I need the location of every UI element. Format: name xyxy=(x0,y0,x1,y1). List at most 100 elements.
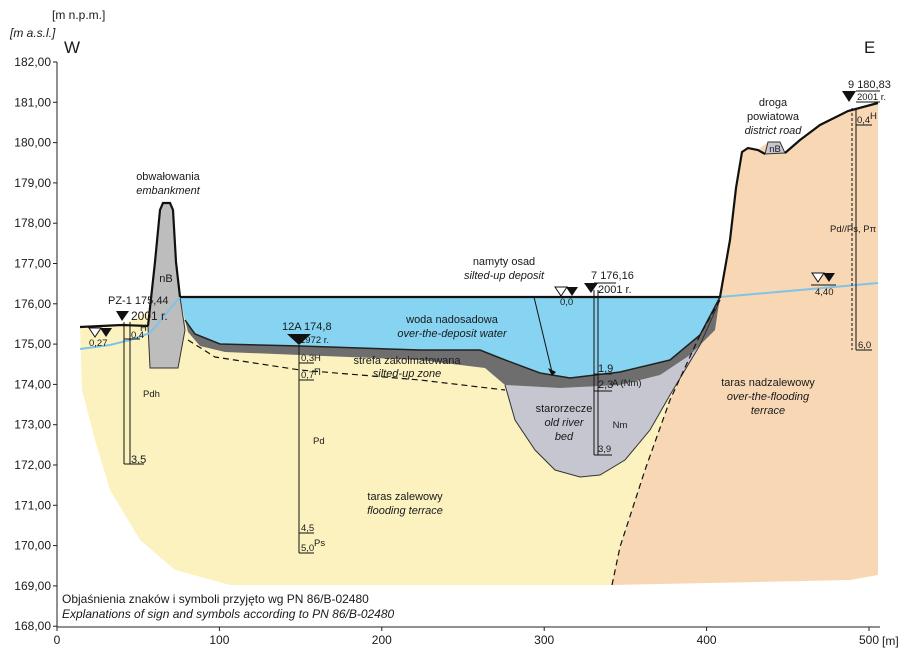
y-tick-label: 169,00 xyxy=(14,579,51,593)
water-table-marker xyxy=(842,91,856,102)
b9-code-1: H xyxy=(870,111,877,122)
water-table-marker xyxy=(116,311,129,321)
pz1-label: PZ-1 175,44 xyxy=(108,295,169,307)
flood-terrace-label-pl: taras zalewowy xyxy=(367,491,443,503)
upper-terrace-label-en-1: over-the-flooding xyxy=(727,391,810,403)
embankment-label-pl: obwałowania xyxy=(136,171,200,183)
pz1-depth-1: 0,4 xyxy=(131,330,144,341)
y-tick-label: 182,00 xyxy=(14,55,51,69)
flood-terrace-label-en: flooding terrace xyxy=(367,505,443,517)
b12a-depth-3: 4,5 xyxy=(301,523,314,534)
water-table-symbol xyxy=(88,327,102,338)
b12a-depth-2: 0,7 xyxy=(301,370,314,381)
y-tick-label: 175,00 xyxy=(14,337,51,351)
soil-pd: Pd xyxy=(313,436,325,447)
embankment-label-en: embankment xyxy=(136,185,201,197)
embankment-soil: nB xyxy=(159,273,172,285)
borehole-9: 9 180,83 2001 r. 4,40 0,4 H 6,0 xyxy=(811,79,891,351)
ground-surface xyxy=(79,101,879,329)
silted-zone-boundary xyxy=(187,339,506,391)
road-label-en: district road xyxy=(745,125,803,137)
silted-zone-label-en: silted-up zone xyxy=(373,368,442,380)
y-tick-label: 168,00 xyxy=(14,619,51,633)
x-tick-label: 200 xyxy=(372,633,392,647)
footnote-en: Explanations of sign and symbols accordi… xyxy=(62,607,395,621)
y-tick-label: 176,00 xyxy=(14,297,51,311)
y-tick-label: 179,00 xyxy=(14,176,51,190)
footnote-pl: Objaśnienia znaków i symboli przyjęto wg… xyxy=(62,592,369,606)
b9-bottom: 6,0 xyxy=(858,340,871,351)
soil-pdh: Pdh xyxy=(143,389,160,400)
upper-terrace-label-pl: taras nadzalewowy xyxy=(721,377,815,389)
y-tick-label: 173,00 xyxy=(14,418,51,432)
pz1-water-depth: 0,27 xyxy=(89,338,108,349)
b12a-depth-1: 0,3 xyxy=(301,353,314,364)
pz1-year: 2001 r. xyxy=(131,309,168,323)
x-unit: [m] xyxy=(882,634,899,648)
road-soil: nB xyxy=(769,144,781,155)
deposit-leader-arrow xyxy=(548,368,556,376)
water-table-symbol-filled xyxy=(566,287,578,296)
pz1-code-1: H xyxy=(140,323,147,334)
b12a-code-2: Π xyxy=(314,367,321,378)
borehole-7: 7 176,16 2001 r. 0,0 1,9 2,3 A (Nm) 3,9 xyxy=(554,270,642,456)
b9-label: 9 180,83 xyxy=(848,79,891,91)
y-tick-label: 177,00 xyxy=(14,257,51,271)
water-table-symbol xyxy=(554,286,568,297)
y-tick-label: 180,00 xyxy=(14,136,51,150)
y-tick-label: 178,00 xyxy=(14,216,51,230)
oxbow-bottom-outline xyxy=(504,299,721,478)
b12a-year: 1972 r. xyxy=(300,335,329,346)
water-table-symbol xyxy=(811,272,825,283)
upper-terrace-label-en-2: terrace xyxy=(751,405,785,417)
terrace-boundary xyxy=(611,299,721,586)
b12a-code-4: Ps xyxy=(314,538,325,549)
b12a-depth-4: 5,0 xyxy=(301,543,314,554)
water-table-marker xyxy=(584,283,598,293)
b9-year: 2001 r. xyxy=(857,92,886,103)
road-label-pl-1: droga xyxy=(759,97,788,109)
water-label-pl: woda nadosadowa xyxy=(405,314,499,326)
b9-water-depth: 4,40 xyxy=(815,287,834,298)
y-tick-label: 181,00 xyxy=(14,95,51,109)
x-tick-label: 300 xyxy=(534,633,554,647)
b7-bottom: 3,9 xyxy=(598,444,611,455)
pz1-bottom: 3,5 xyxy=(131,454,146,466)
y-tick-label: 174,00 xyxy=(14,377,51,391)
b7-depth-1: 1,9 xyxy=(598,363,613,375)
embankment-top-outline xyxy=(146,201,182,327)
b12a-label: 12A 174,8 xyxy=(282,321,332,333)
water-table-symbol-filled xyxy=(100,328,112,337)
deposit-leader xyxy=(533,296,553,373)
y-unit-en: [m a.s.l.] xyxy=(9,26,56,40)
b7-year: 2001 r. xyxy=(598,284,632,296)
oxbow-label-en-2: bed xyxy=(555,431,574,443)
x-tick-label: 0 xyxy=(54,633,61,647)
x-tick-label: 400 xyxy=(697,633,717,647)
water-table-marker xyxy=(287,334,311,345)
borehole-pz1: PZ-1 175,44 2001 r. 0,27 0,4 H 3,5 xyxy=(88,295,169,466)
b7-depth-2: 2,3 xyxy=(598,379,613,391)
borehole-12a: 12A 174,8 1972 r. 0,3 H 0,7 Π 4,5 5,0 Ps xyxy=(282,321,332,554)
soil-east: Pd//Ps, Pπ xyxy=(830,224,877,235)
road-embankment xyxy=(764,141,786,155)
y-unit-pl: [m n.p.m.] xyxy=(52,8,105,22)
water-label-en: over-the-deposit water xyxy=(397,328,508,340)
b12a-code-1: H xyxy=(314,353,321,364)
road-label-pl-2: powiatowa xyxy=(747,111,800,123)
b7-code-2: A (Nm) xyxy=(612,378,642,389)
side-east: E xyxy=(864,38,875,57)
b9-depth-1: 0,4 xyxy=(857,115,870,126)
oxbow-soil: Nm xyxy=(613,420,628,431)
x-tick-label: 500 xyxy=(859,633,879,647)
y-tick-label: 171,00 xyxy=(14,498,51,512)
deposit-label-en: silted-up deposit xyxy=(464,270,545,282)
x-tick-label: 100 xyxy=(209,633,229,647)
side-west: W xyxy=(64,38,80,57)
oxbow-label-en-1: old river xyxy=(544,417,584,429)
water-fill xyxy=(180,297,720,378)
water-table-symbol-filled xyxy=(823,273,835,282)
upper-terrace-fill xyxy=(612,103,878,585)
y-tick-label: 172,00 xyxy=(14,458,51,472)
